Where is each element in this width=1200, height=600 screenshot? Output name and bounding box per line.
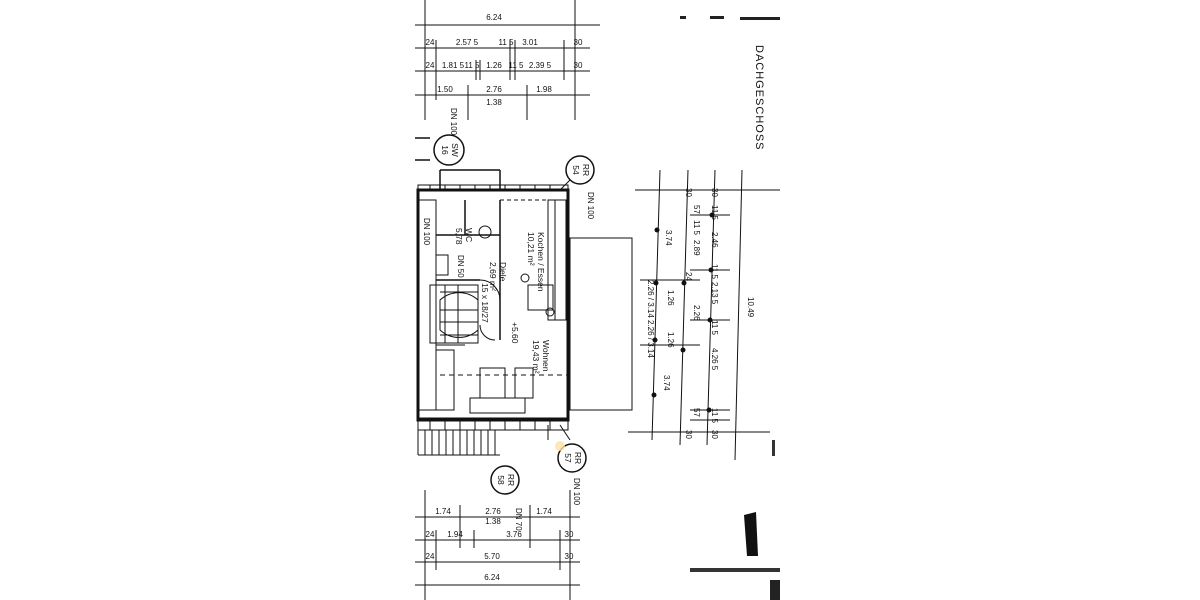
svg-text:3.76: 3.76 (506, 530, 522, 539)
svg-text:1.38: 1.38 (485, 517, 501, 526)
dim-top-r1-4: 30 (574, 38, 583, 47)
svg-text:2.46: 2.46 (710, 232, 719, 248)
scan-artifact-bottom (555, 440, 780, 600)
dimension-chain-top: 6.24 24 2.57 5 11 5 3.01 30 24 1.81 5 11… (415, 0, 600, 120)
svg-text:11 5: 11 5 (710, 408, 719, 424)
svg-text:57: 57 (692, 205, 701, 214)
reference-bubble-rr-58: RR 58 (490, 465, 520, 495)
svg-text:2.26 / 3.14: 2.26 / 3.14 (646, 280, 655, 318)
svg-text:30: 30 (710, 430, 719, 439)
svg-text:11 5: 11 5 (710, 205, 719, 221)
svg-text:30: 30 (684, 430, 693, 439)
room-area-diele: 2,69 m² (488, 262, 498, 291)
dim-top-r1-0: 24 (426, 38, 435, 47)
stair-label: 15 x 18/27 (480, 283, 490, 323)
dim-top-r2-5: 2.39 5 (529, 61, 552, 70)
svg-text:3.74: 3.74 (662, 375, 671, 391)
svg-text:SW: SW (450, 143, 460, 157)
svg-text:57: 57 (692, 408, 701, 417)
svg-text:RR: RR (573, 452, 583, 464)
svg-text:1.74: 1.74 (435, 507, 451, 516)
pipe-label: DN 100 (572, 478, 581, 506)
dim-top-r3-1: 2.76 (486, 85, 502, 94)
svg-text:RR: RR (581, 164, 591, 176)
svg-text:1.94: 1.94 (447, 530, 463, 539)
svg-text:RR: RR (506, 474, 516, 486)
svg-text:2.26 / 3.14: 2.26 / 3.14 (646, 320, 655, 358)
svg-text:11 5: 11 5 (692, 220, 701, 236)
dim-top-r2-3: 1.26 (486, 61, 502, 70)
dim-top-r3-0: 1.50 (437, 85, 453, 94)
svg-text:24: 24 (426, 552, 435, 561)
svg-text:24: 24 (426, 530, 435, 539)
dimension-chain-right: 10.49 30 30 11 5 57 11 5 2.46 2.89 11 5 … (628, 169, 780, 461)
room-area-kitchen: 10,21 m² (526, 232, 536, 266)
svg-text:54: 54 (571, 165, 581, 175)
dim-top-r3-sub: 1.38 (486, 98, 502, 107)
pipe-label: DN 50 (456, 255, 465, 278)
reference-bubble-sw-16: SW 16 (433, 134, 465, 166)
svg-text:2.26: 2.26 (692, 305, 701, 321)
spiral-stair (429, 284, 479, 344)
svg-text:57: 57 (563, 453, 573, 463)
dim-top-r1-3: 3.01 (522, 38, 538, 47)
pipe-label: DN 100 (449, 108, 458, 136)
svg-text:2.89: 2.89 (692, 240, 701, 256)
floor-plan (415, 137, 571, 456)
dim-top-r2-6: 30 (574, 61, 583, 70)
svg-text:6.24: 6.24 (484, 573, 500, 582)
dim-top-r2-4: 11 5 (509, 61, 525, 70)
pipe-label: DN 100 (422, 218, 431, 246)
dim-top-r3-2: 1.98 (536, 85, 552, 94)
dim-top-r1-1: 2.57 5 (456, 38, 479, 47)
svg-text:30: 30 (684, 188, 693, 197)
svg-text:2.76: 2.76 (485, 507, 501, 516)
svg-text:11 5: 11 5 (710, 320, 719, 336)
room-name-diele: Diele (498, 262, 508, 282)
svg-text:3.74: 3.74 (664, 230, 673, 246)
scan-artifact-top (680, 16, 780, 20)
svg-text:1.26: 1.26 (666, 290, 675, 306)
dim-top-r2-1: 1.81 5 (442, 61, 465, 70)
svg-text:5.70: 5.70 (484, 552, 500, 561)
room-area-wohnen: 19,43 m² (531, 340, 541, 374)
room-area-wc: 5,78 (454, 228, 464, 245)
pipe-label: DN 70 (514, 508, 523, 531)
svg-text:11 5: 11 5 (710, 264, 719, 280)
svg-text:30: 30 (565, 552, 574, 561)
svg-text:2.13 5: 2.13 5 (710, 282, 719, 305)
dim-top-overall: 6.24 (486, 13, 502, 22)
pipe-label: DN 100 (586, 192, 595, 220)
svg-text:30: 30 (710, 188, 719, 197)
svg-text:58: 58 (496, 475, 506, 485)
room-name-kitchen: Kochen / Essen (536, 232, 546, 292)
dim-top-r2-2: 11 5 (465, 61, 481, 70)
room-name-wc: WC (464, 228, 474, 242)
svg-text:1.26: 1.26 (666, 332, 675, 348)
room-name-wohnen: Wohnen (541, 340, 551, 372)
svg-text:1.74: 1.74 (536, 507, 552, 516)
dim-right-overall: 10.49 (746, 297, 755, 318)
svg-text:4.26 5: 4.26 5 (710, 348, 719, 371)
dim-top-r2-0: 24 (426, 61, 435, 70)
level-mark: +5.60 (510, 322, 520, 344)
drawing-title: DACHGESCHOSS (753, 45, 765, 151)
dimension-chain-bottom: 1.74 2.76 1.74 1.38 24 1.94 3.76 30 24 5… (415, 490, 580, 600)
dormer-outline (569, 237, 633, 411)
reference-bubble-rr-57: RR 57 (557, 443, 587, 473)
svg-text:16: 16 (440, 145, 450, 155)
svg-text:30: 30 (565, 530, 574, 539)
dim-top-r1-2: 11 5 (499, 38, 515, 47)
svg-text:24: 24 (684, 272, 693, 281)
